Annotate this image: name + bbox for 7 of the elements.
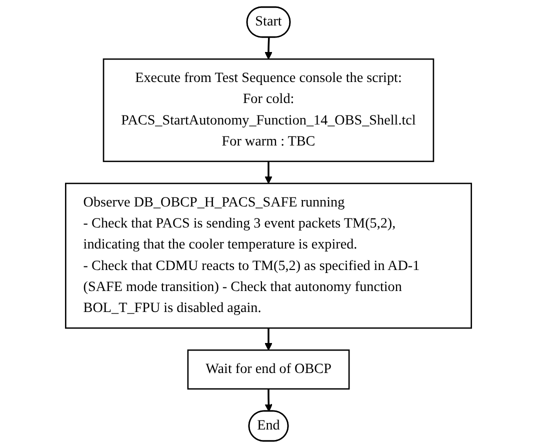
arrow <box>264 37 272 60</box>
node-box: Wait for end of OBCP <box>187 349 350 390</box>
node-box: Observe DB_OBCP_H_PACS_SAFE running - Check that PACS is sending 3 event packets TM(5,2), indicating that the cooler temperature is expired. - Check that CDMU reacts to TM(5,2) as specified in AD-1 (SAFE mode transition) - Check that autonomy function BOL_T_FPU is disabled again. <box>65 182 472 329</box>
arrow <box>264 388 273 412</box>
arrow <box>264 328 272 350</box>
node-box: Execute from Test Sequence console the script: For cold: PACS_StartAutonomy_Function_14_OBS_Shell.tcl For warm : TBC <box>102 58 434 162</box>
arrow <box>264 161 272 184</box>
